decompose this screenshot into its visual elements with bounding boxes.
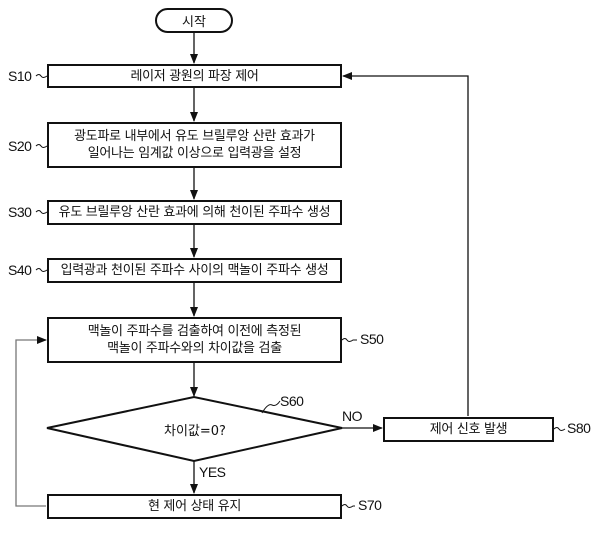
arrow-s80-s10-feedback — [342, 72, 469, 416]
arrow-s70-s50-loop — [15, 336, 47, 507]
leader-s80 — [553, 427, 566, 431]
decision-s60-label: S60 — [280, 393, 304, 409]
step-s70-text: 현 제어 상태 유지 — [147, 499, 242, 514]
start-terminator: 시작 — [155, 8, 233, 33]
step-s40-box: 입력광과 천이된 주파수 사이의 맥놀이 주파수 생성 — [47, 258, 342, 283]
step-s80-text: 제어 신호 발생 — [429, 422, 508, 437]
step-s30-label: S30 — [8, 204, 32, 220]
step-s20-box: 광도파로 내부에서 유도 브릴루앙 산란 효과가 일어나는 임계값 이상으로 입… — [47, 122, 342, 168]
leader-s20 — [35, 144, 48, 148]
step-s20-label: S20 — [8, 138, 32, 154]
start-label: 시작 — [182, 15, 206, 30]
step-s30-box: 유도 브릴루앙 산란 효과에 의해 천이된 주파수 생성 — [47, 200, 342, 225]
step-s70-label: S70 — [358, 497, 382, 513]
step-s10-label: S10 — [8, 68, 32, 84]
step-s30-text: 유도 브릴루앙 산란 효과에 의해 천이된 주파수 생성 — [58, 205, 331, 220]
step-s10-box: 레이저 광원의 파장 제어 — [47, 64, 342, 88]
branch-no-label: NO — [342, 408, 363, 424]
step-s20-text-line1: 광도파로 내부에서 유도 브릴루앙 산란 효과가 — [74, 129, 315, 144]
leader-s50 — [341, 338, 357, 342]
branch-yes-label: YES — [199, 464, 226, 480]
step-s50-text-line2: 맥놀이 주파수와의 차이값을 검출 — [107, 341, 282, 356]
leader-s30 — [35, 210, 48, 214]
step-s80-label: S80 — [567, 420, 591, 436]
step-s80-box: 제어 신호 발생 — [383, 417, 554, 442]
leader-s10 — [35, 74, 48, 78]
step-s50-box: 맥놀이 주파수를 검출하여 이전에 측정된 맥놀이 주파수와의 차이값을 검출 — [47, 317, 342, 363]
step-s50-label: S50 — [360, 331, 384, 347]
step-s70-box: 현 제어 상태 유지 — [47, 494, 342, 519]
decision-s60-text: 차이값=0? — [164, 424, 226, 439]
leader-s40 — [35, 268, 48, 272]
step-s50-text-line1: 맥놀이 주파수를 검출하여 이전에 측정된 — [87, 324, 302, 339]
leader-s70 — [341, 504, 355, 508]
leader-s60 — [261, 400, 281, 414]
decision-diamond-s60 — [46, 395, 343, 463]
step-s40-label: S40 — [8, 262, 32, 278]
step-s40-text: 입력광과 천이된 주파수 사이의 맥놀이 주파수 생성 — [60, 263, 329, 278]
step-s10-text: 레이저 광원의 파장 제어 — [130, 68, 259, 84]
step-s20-text-line2: 일어나는 임계값 이상으로 입력광을 설정 — [87, 146, 302, 161]
